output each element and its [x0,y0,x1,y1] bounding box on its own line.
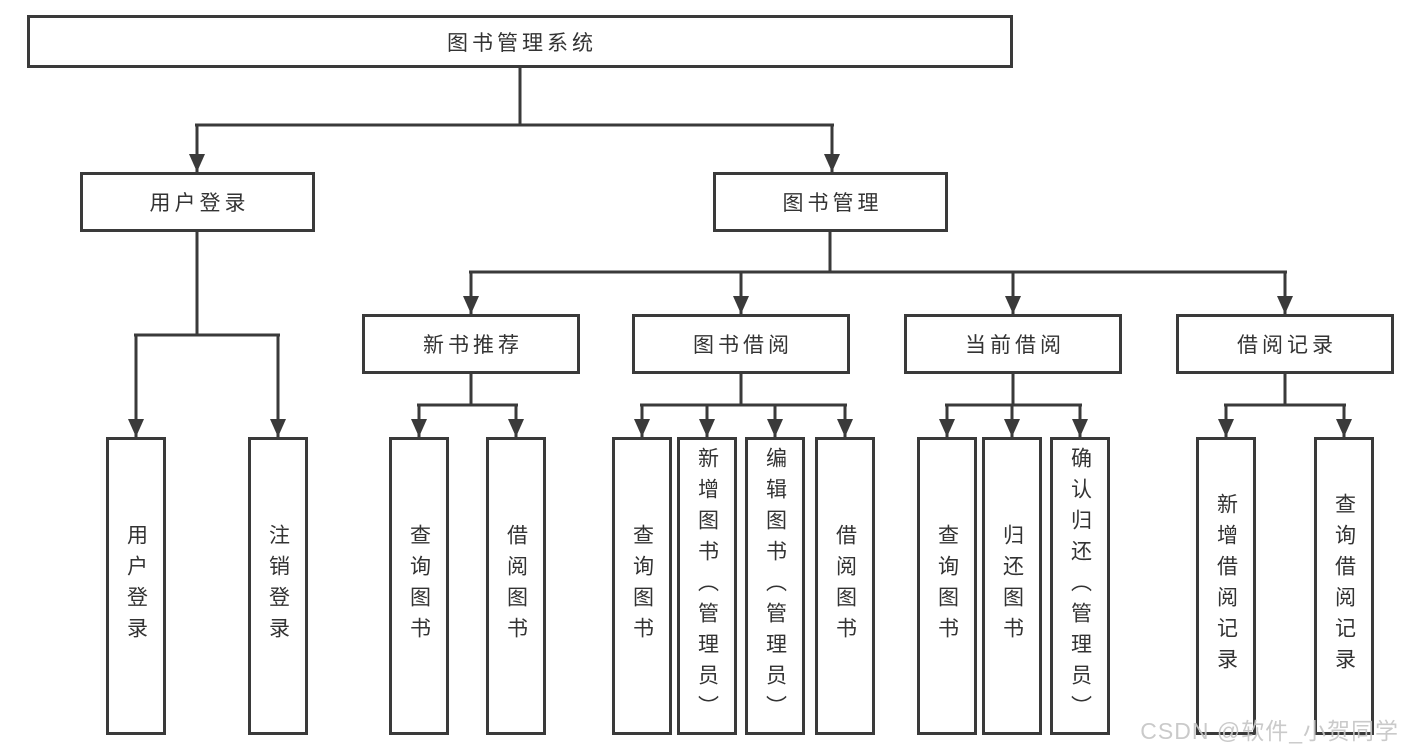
node-book-borrow: 图书借阅 [632,314,850,374]
node-leaf-borrow-book-recommend-label: 借阅图书 [504,524,528,648]
node-leaf-query-borrow-record-label: 查询借阅记录 [1332,493,1356,679]
node-leaf-query-book-recommend: 查询图书 [389,437,449,735]
node-new-book-recommend-label: 新书推荐 [423,334,523,357]
node-leaf-borrow-book: 借阅图书 [815,437,875,735]
node-book-borrow-label: 图书借阅 [693,334,793,357]
node-book-management-branch-label: 图书管理 [782,192,883,215]
node-leaf-logout: 注销登录 [248,437,308,735]
node-leaf-borrow-book-recommend: 借阅图书 [486,437,546,735]
node-root-system: 图书管理系统 [27,15,1013,68]
node-leaf-confirm-return-admin: 确认归还（管理员） [1050,437,1110,735]
node-leaf-return-book: 归还图书 [982,437,1042,735]
node-borrow-records-label: 借阅记录 [1237,334,1337,357]
node-leaf-add-book-admin-label: 新增图书（管理员） [695,446,719,726]
node-leaf-query-book-recommend-label: 查询图书 [407,524,431,648]
node-leaf-add-book-admin: 新增图书（管理员） [677,437,737,735]
node-book-management-branch: 图书管理 [713,172,948,232]
node-leaf-confirm-return-admin-label: 确认归还（管理员） [1068,446,1092,726]
node-leaf-user-login: 用户登录 [106,437,166,735]
node-leaf-edit-book-admin-label: 编辑图书（管理员） [763,446,787,726]
node-leaf-query-borrow-record: 查询借阅记录 [1314,437,1374,735]
node-leaf-edit-book-admin: 编辑图书（管理员） [745,437,805,735]
node-leaf-query-book-current-label: 查询图书 [935,524,959,648]
node-leaf-return-book-label: 归还图书 [1000,524,1024,648]
node-root-system-label: 图书管理系统 [447,31,597,55]
node-user-login-branch-label: 用户登录 [149,192,250,215]
node-user-login-branch: 用户登录 [80,172,315,232]
node-leaf-user-login-label: 用户登录 [124,524,148,648]
node-leaf-query-book-current: 查询图书 [917,437,977,735]
csdn-watermark: CSDN @软件_小贺同学 [1140,718,1399,744]
node-leaf-query-book-borrow-label: 查询图书 [630,524,654,648]
node-leaf-add-borrow-record-label: 新增借阅记录 [1214,493,1238,679]
node-new-book-recommend: 新书推荐 [362,314,580,374]
node-leaf-logout-label: 注销登录 [266,524,290,648]
node-leaf-query-book-borrow: 查询图书 [612,437,672,735]
node-current-borrow: 当前借阅 [904,314,1122,374]
node-current-borrow-label: 当前借阅 [965,334,1065,357]
node-borrow-records: 借阅记录 [1176,314,1394,374]
node-leaf-borrow-book-label: 借阅图书 [833,524,857,648]
node-leaf-add-borrow-record: 新增借阅记录 [1196,437,1256,735]
